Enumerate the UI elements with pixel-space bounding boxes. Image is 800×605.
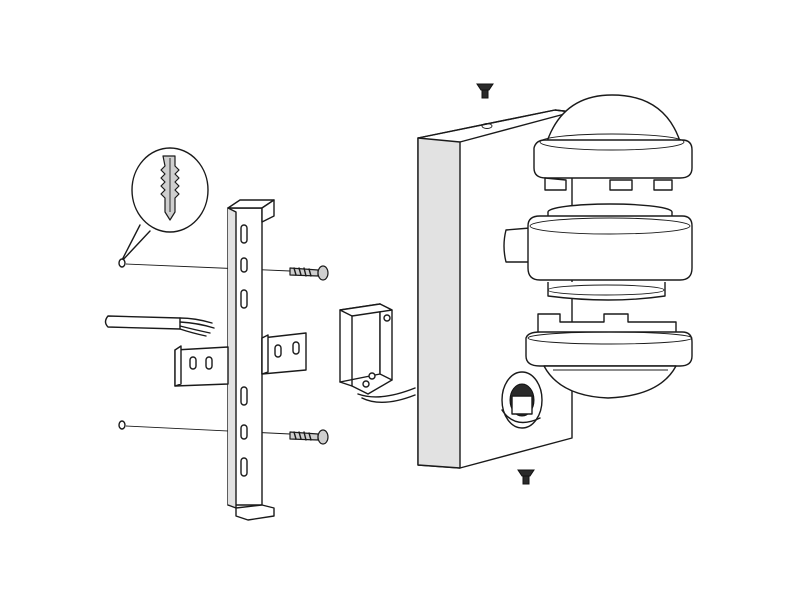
wall-plug-top [118,258,126,268]
screw-bottom [289,429,329,445]
motion-sensor [501,371,543,429]
axis-line-bottom [125,425,291,435]
dome-cover [533,94,693,191]
wall-plug-bottom [118,420,126,430]
screw-top [289,265,329,281]
mounting-bracket [174,199,307,521]
lower-cap [525,313,693,399]
supply-cable [104,315,215,337]
terminal-box [339,303,416,403]
wall-plug-detail-callout [120,147,209,263]
axis-line-top [125,263,291,272]
wall-plug-icon [160,155,180,221]
bottom-screw [517,469,535,485]
bracket-plate-left [174,346,229,387]
lamp-ring [527,203,693,301]
top-screw [476,83,494,99]
